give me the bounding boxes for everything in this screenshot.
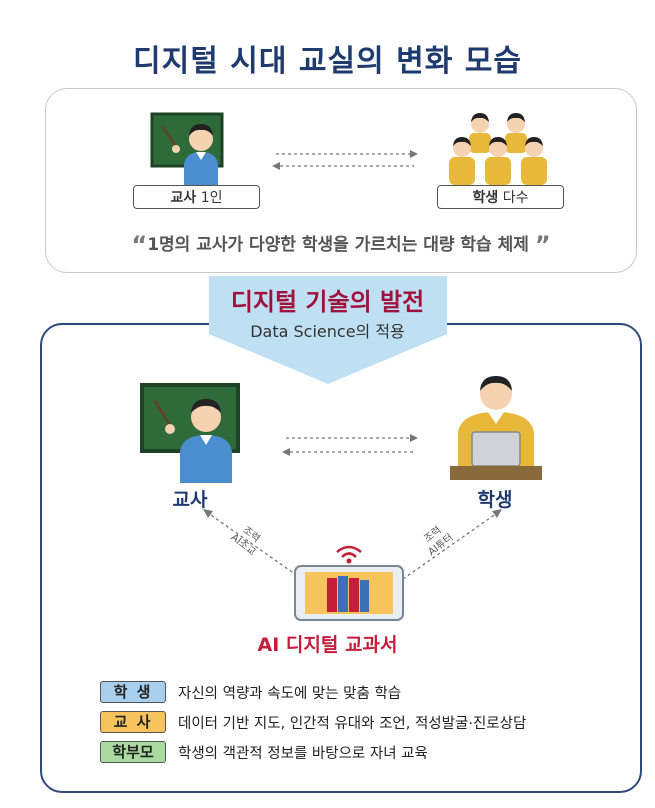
- top-exchange-arrows: [272, 150, 418, 170]
- legend-row-parent: 학부모 학생의 객관적 정보를 바탕으로 자녀 교육: [100, 739, 428, 765]
- legend-tag-teacher: 교 사: [100, 711, 166, 733]
- banner-title: 디지털 기술의 발전: [230, 288, 425, 316]
- teacher-student-exchange-arrows: [282, 434, 418, 456]
- students-group-icon: [449, 113, 547, 185]
- students-many-label: 학생 다수: [437, 185, 564, 209]
- legend-tag-student: 학 생: [100, 681, 166, 703]
- teacher-blackboard-icon: [150, 112, 224, 190]
- teacher-one-label: 교사 1인: [133, 185, 260, 209]
- ai-assistant-arrow: [203, 509, 303, 580]
- legend-text-parent: 학생의 객관적 정보를 바탕으로 자녀 교육: [178, 745, 428, 762]
- ai-textbook-tablet-icon: [294, 545, 404, 621]
- ai-textbook-label: AI 디지털 교과서: [257, 634, 398, 656]
- teacher-label: 교사: [172, 489, 208, 511]
- legend-text-student: 자신의 역량과 속도에 맞는 맞춤 학습: [178, 685, 402, 702]
- banner-arrow-shape: [209, 276, 447, 384]
- legend-row-teacher: 교 사 데이터 기반 지도, 인간적 유대와 조언, 적성발굴·진로상담: [100, 709, 526, 735]
- legend-row-student: 학 생 자신의 역량과 속도에 맞는 맞춤 학습: [100, 679, 401, 705]
- student-label: 학생: [477, 489, 513, 511]
- student-laptop-icon: [450, 376, 542, 480]
- legend-text-teacher: 데이터 기반 지도, 인간적 유대와 조언, 적성발굴·진로상담: [178, 715, 527, 732]
- legend-tag-parent: 학부모: [100, 741, 166, 763]
- page-title: 디지털 시대 교실의 변화 모습: [133, 44, 522, 79]
- banner-subtitle: Data Science의 적용: [250, 322, 405, 341]
- teacher-icon: [140, 383, 240, 483]
- mass-learning-quote: “1명의 교사가 다양한 학생을 가르치는 대량 학습 체제 ”: [131, 231, 551, 259]
- ai-tutor-arrow: [402, 509, 502, 580]
